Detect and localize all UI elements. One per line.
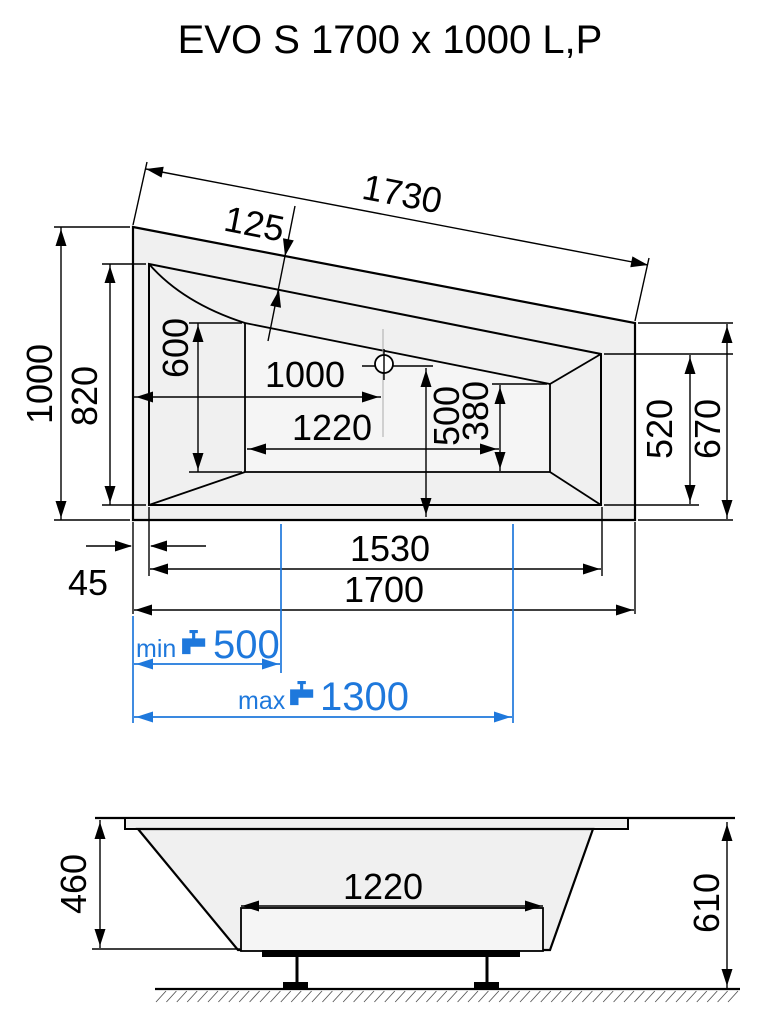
faucet-icon-max	[290, 681, 314, 706]
drain-symbol	[362, 329, 433, 437]
dim-depth-inner-label: 460	[53, 854, 94, 914]
side-view-dimensions	[92, 820, 728, 988]
dim-length-inner-label: 1530	[350, 528, 430, 569]
dim-drain-x-label: 1000	[265, 354, 345, 395]
side-view-labels: 460 1220 610	[53, 854, 727, 933]
dimension-lines	[60, 168, 728, 611]
top-view-drawing: 1730 125 1000 820 600 1000 500 1220 380 …	[19, 161, 733, 723]
top-view-labels: 1730 125 1000 820 600 1000 500 1220 380 …	[19, 166, 728, 719]
faucet-max-label: max	[238, 687, 286, 715]
dim-right-overall-label: 670	[687, 399, 728, 459]
tub-legs	[283, 957, 499, 989]
rim-slab	[124, 817, 629, 830]
drawing-title: EVO S 1700 x 1000 L,P	[178, 18, 603, 62]
dim-drain-y-label: 500	[426, 386, 467, 446]
dim-floor-right-label: 380	[455, 381, 496, 441]
dim-height-overall-label: 610	[686, 873, 727, 933]
faucet-min-label: min	[136, 635, 176, 663]
faucet-min-value: 500	[213, 623, 280, 667]
dim-rim-band-label: 125	[221, 198, 288, 250]
dim-right-inner-label: 520	[639, 399, 680, 459]
dim-width-inner-label: 820	[64, 366, 105, 426]
faucet-icon-min	[182, 630, 206, 655]
support-board	[262, 950, 520, 957]
dim-length-overall-label: 1700	[344, 569, 424, 610]
dim-floor-length-label: 1220	[292, 407, 372, 448]
dim-rim-offset-label: 45	[68, 562, 108, 603]
dim-width-overall-label: 1000	[19, 344, 60, 424]
dim-floor-left-label: 600	[155, 318, 196, 378]
faucet-position-dimensions	[132, 524, 514, 723]
dimension-arrowheads	[55, 166, 733, 986]
ground-hatching	[155, 990, 739, 1003]
dim-slant-top-label: 1730	[359, 166, 445, 221]
faucet-max-value: 1300	[320, 675, 409, 719]
side-view-drawing: 460 1220 610	[53, 816, 740, 1003]
dim-side-floor-length-label: 1220	[343, 866, 423, 907]
floor-box-section	[240, 907, 544, 952]
tub-fold-lines	[148, 263, 602, 506]
